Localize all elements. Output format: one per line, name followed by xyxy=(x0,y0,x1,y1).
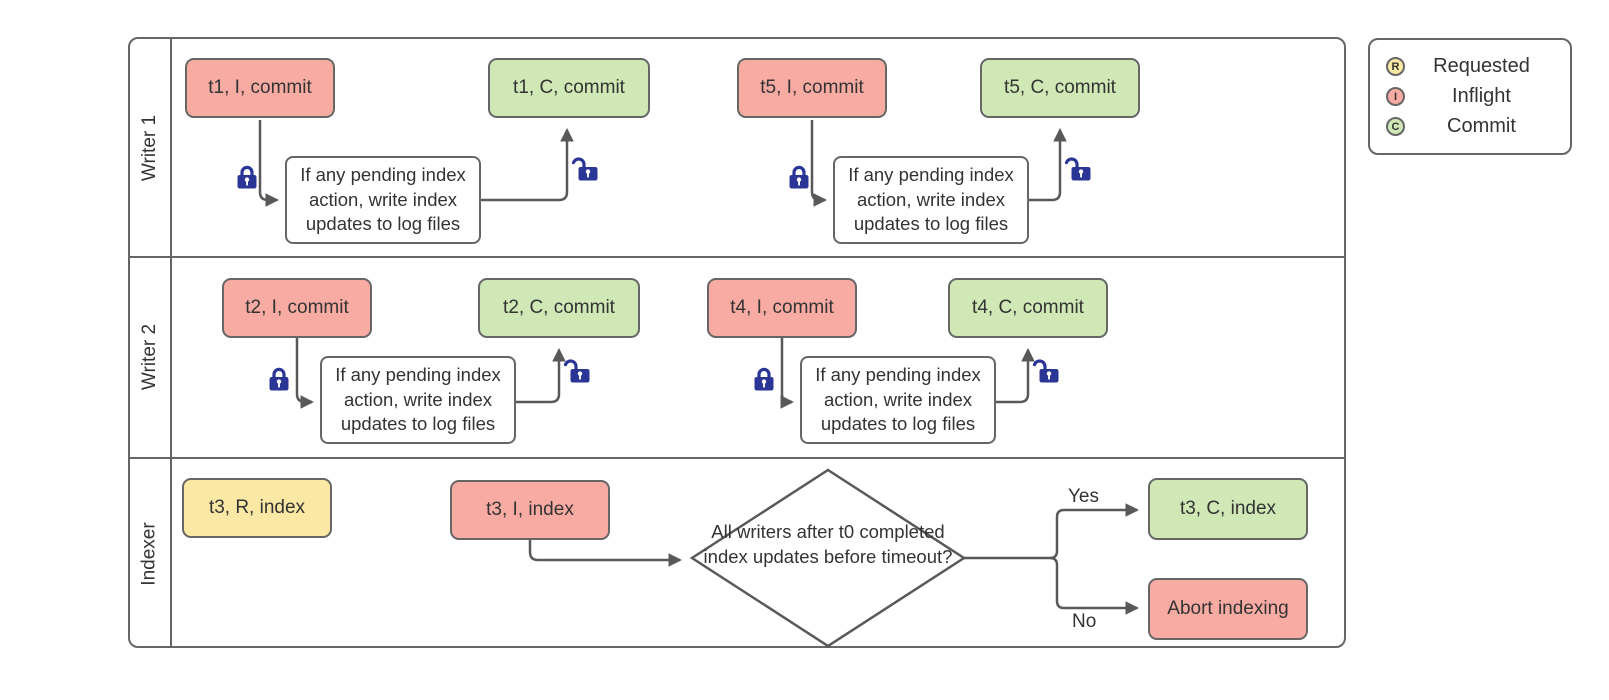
legend: R Requested I Inflight C Commit xyxy=(1368,38,1572,155)
lane-separator xyxy=(130,457,1344,459)
requested-badge-icon: R xyxy=(1386,57,1405,76)
legend-item-commit: C Commit xyxy=(1386,115,1558,138)
node-t3-requested-index: t3, R, index xyxy=(182,478,332,538)
lane-header-divider xyxy=(170,39,172,646)
node-t5-inflight-commit: t5, I, commit xyxy=(737,58,887,118)
node-t4-commit-commit: t4, C, commit xyxy=(948,278,1108,338)
node-t1-commit-commit: t1, C, commit xyxy=(488,58,650,118)
legend-label-inflight: Inflight xyxy=(1452,85,1511,107)
node-t3-commit-index: t3, C, index xyxy=(1148,478,1308,540)
no-label: No xyxy=(1072,611,1097,632)
lane-separator xyxy=(130,256,1344,258)
node-t3-inflight-index: t3, I, index xyxy=(450,480,610,540)
closed-lock-icon xyxy=(753,367,775,392)
node-t1-inflight-commit: t1, I, commit xyxy=(185,58,335,118)
open-lock-icon xyxy=(563,359,591,384)
process-box-writer1-b: If any pending index action, write index… xyxy=(833,156,1029,244)
node-abort-indexing: Abort indexing xyxy=(1148,578,1308,640)
node-t4-inflight-commit: t4, I, commit xyxy=(707,278,857,338)
decision-diamond xyxy=(689,468,967,648)
closed-lock-icon xyxy=(236,165,258,190)
open-lock-icon xyxy=(1032,359,1060,384)
open-lock-icon xyxy=(571,157,599,182)
legend-label-commit: Commit xyxy=(1447,115,1516,137)
node-t2-commit-commit: t2, C, commit xyxy=(478,278,640,338)
legend-label-requested: Requested xyxy=(1433,55,1530,77)
inflight-badge-icon: I xyxy=(1386,87,1405,106)
legend-item-inflight: I Inflight xyxy=(1386,85,1558,108)
node-t5-commit-commit: t5, C, commit xyxy=(980,58,1140,118)
legend-item-requested: R Requested xyxy=(1386,55,1558,78)
node-t2-inflight-commit: t2, I, commit xyxy=(222,278,372,338)
closed-lock-icon xyxy=(788,165,810,190)
process-box-writer2-a: If any pending index action, write index… xyxy=(320,356,516,444)
process-box-writer1-a: If any pending index action, write index… xyxy=(285,156,481,244)
open-lock-icon xyxy=(1064,157,1092,182)
yes-label: Yes xyxy=(1068,486,1099,507)
process-box-writer2-b: If any pending index action, write index… xyxy=(800,356,996,444)
commit-badge-icon: C xyxy=(1386,117,1405,136)
decision-label: All writers after t0 completed index upd… xyxy=(703,521,953,567)
closed-lock-icon xyxy=(268,367,290,392)
